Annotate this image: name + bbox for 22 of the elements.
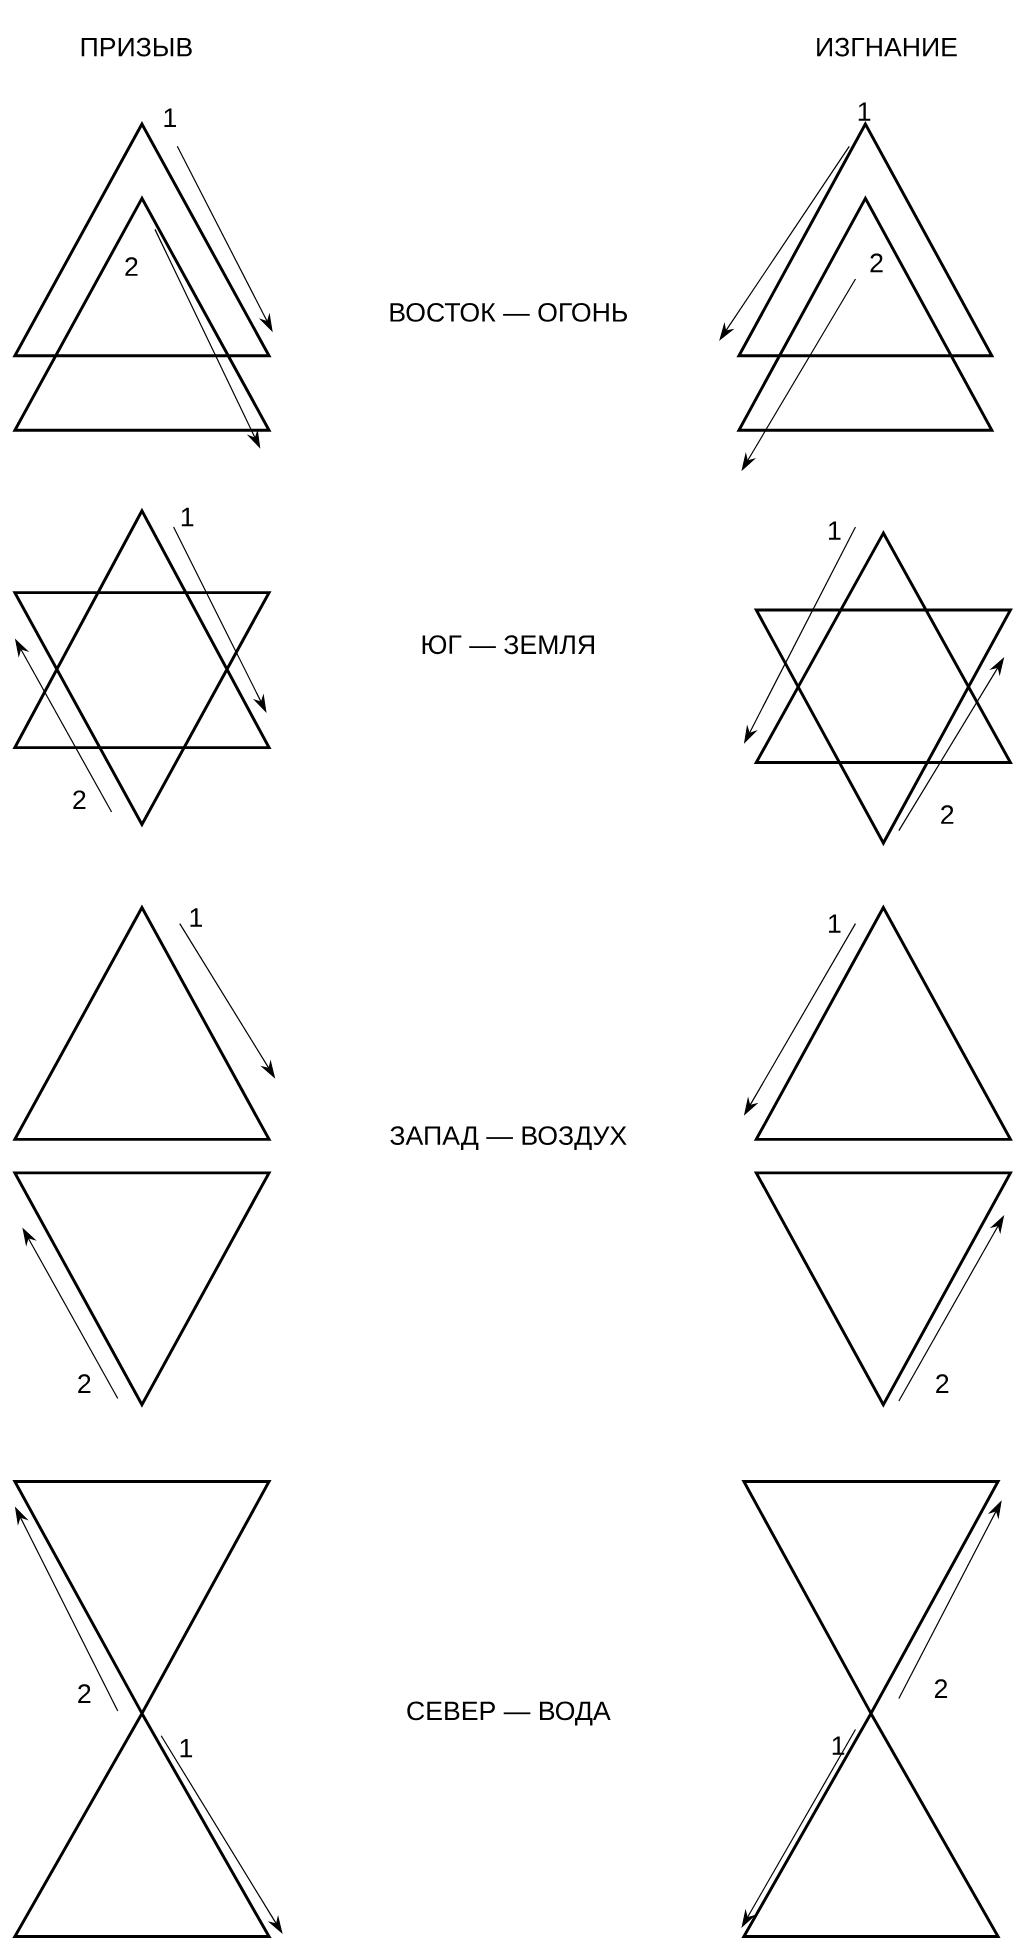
step-number: 1 [181,507,194,527]
step-number: 1 [828,914,841,933]
step-number: 1 [828,521,841,540]
step-number: 1 [858,102,871,121]
column-heading: ПРИЗЫВ [81,37,192,57]
step-number: 1 [180,1738,192,1758]
step-number: 2 [125,257,138,276]
step-number: 2 [936,1374,949,1393]
step-number: 1 [832,1736,845,1755]
step-number: 1 [164,108,176,127]
step-number: 2 [73,790,86,809]
column-heading: ИЗГНАНИЕ [817,37,957,57]
element-label: ВОСТОК — ОГОНЬ [390,303,627,322]
element-label: ЗАПАД — ВОЗДУХ [390,1126,627,1151]
step-number: 1 [190,908,202,927]
step-number: 2 [870,253,883,273]
element-label: ЮГ — ЗЕМЛЯ [422,635,594,655]
step-number: 2 [940,805,954,824]
step-number: 2 [78,1684,91,1703]
step-number: 2 [78,1374,91,1393]
element-label: СЕВЕР — ВОДА [407,1701,611,1726]
step-number: 2 [934,1679,947,1698]
